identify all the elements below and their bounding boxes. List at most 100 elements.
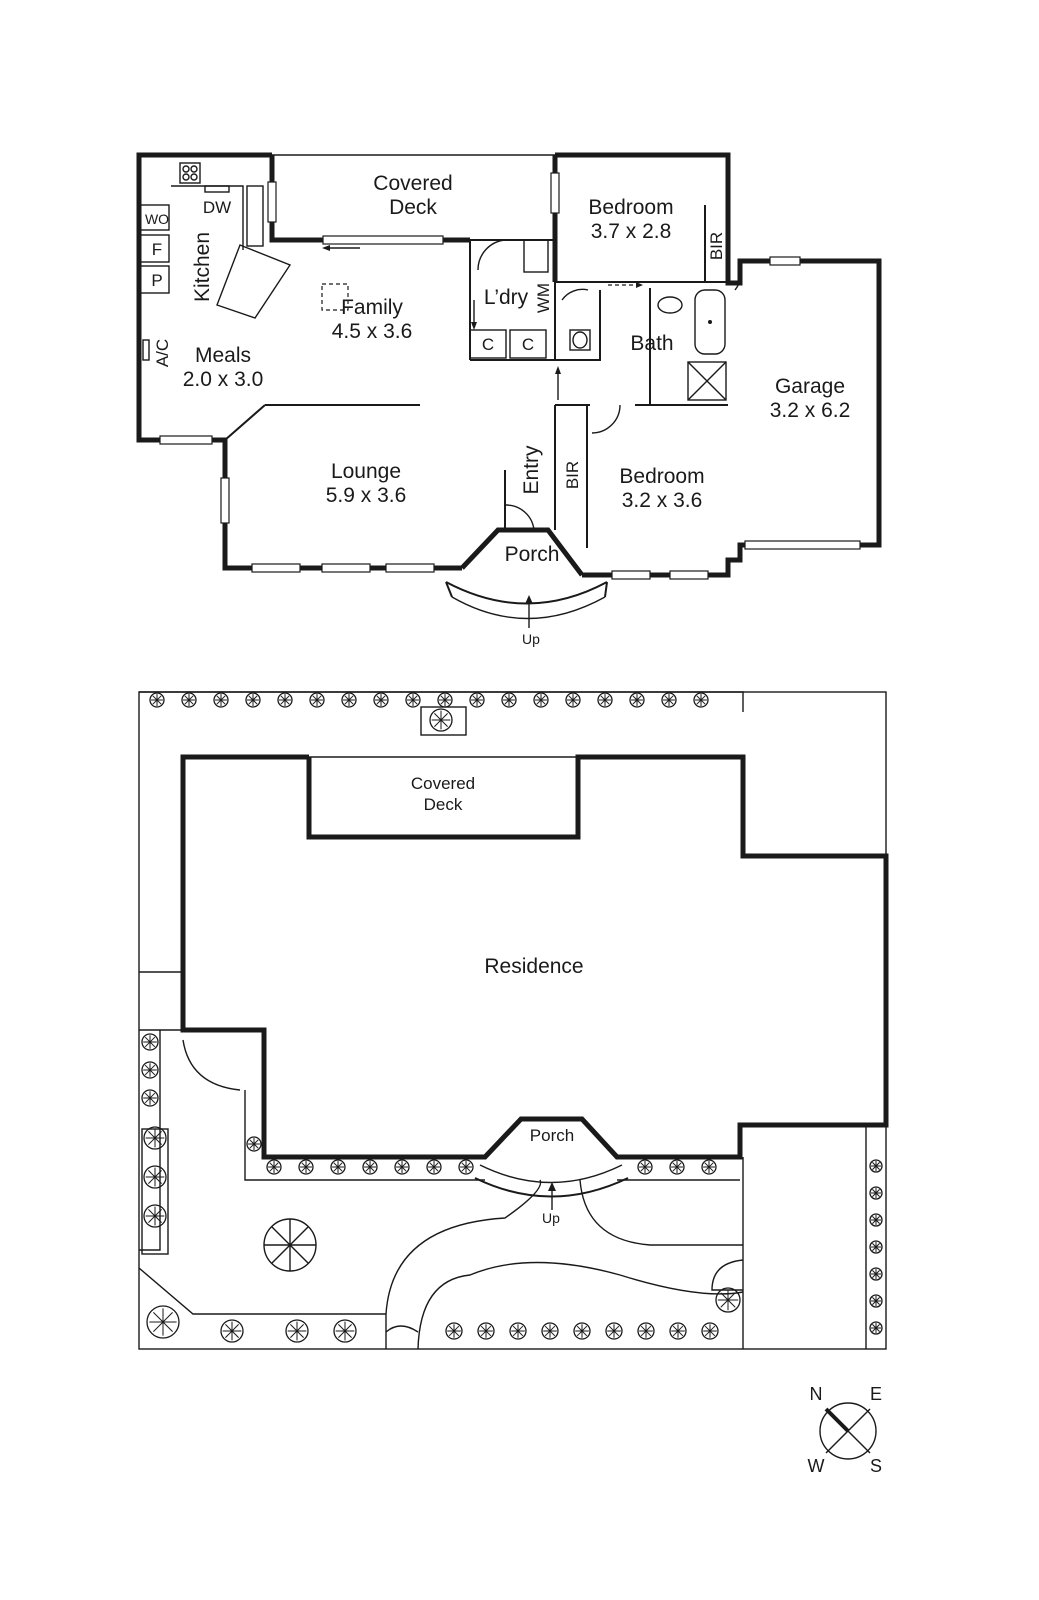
- shower-cross: [687, 361, 727, 401]
- label-bedroom1: Bedroom: [588, 196, 673, 219]
- label-family: Family: [341, 296, 403, 319]
- porch-wall: [460, 527, 584, 577]
- shrub-icon: [701, 1322, 719, 1340]
- bathtub: [694, 289, 726, 355]
- shrub-icon: [445, 1322, 463, 1340]
- cupboard: [509, 329, 547, 359]
- shrub-icon: [181, 692, 197, 708]
- garden-gate: [182, 1039, 241, 1091]
- gate-swing: [385, 1325, 419, 1333]
- up-arrow-head: [525, 595, 533, 604]
- arrow-head: [471, 322, 477, 330]
- exterior-wall-garage: [582, 258, 882, 578]
- dishwasher-icon: [204, 185, 230, 193]
- shrub-icon: [285, 1319, 309, 1343]
- door-swing: [734, 261, 743, 291]
- window: [669, 570, 709, 580]
- shrub-icon: [541, 1322, 559, 1340]
- shrub-group: [141, 692, 883, 1343]
- label-porch: Porch: [505, 543, 560, 566]
- shrub-icon: [477, 1322, 495, 1340]
- shrub-icon: [405, 692, 421, 708]
- step-edge: [445, 581, 453, 598]
- shrub-icon: [246, 1136, 262, 1152]
- site-label-covered-deck-2: Deck: [424, 795, 463, 814]
- site-label-covered-deck-1: Covered: [411, 774, 475, 793]
- shrub-icon: [141, 1061, 159, 1079]
- shrub-icon: [573, 1322, 591, 1340]
- label-bedroom1-size: 3.7 x 2.8: [591, 220, 672, 243]
- shrub-icon: [362, 1159, 378, 1175]
- slide-arrow-head: [322, 245, 330, 251]
- cupboard: [469, 329, 507, 359]
- burner-icon: [182, 173, 190, 181]
- exterior-wall-bedroom1: [555, 152, 731, 258]
- label-bir-1: BIR: [707, 232, 726, 260]
- shrub-icon: [143, 1165, 167, 1189]
- cooktop-icon: [179, 162, 201, 184]
- site-label-up: Up: [542, 1210, 560, 1226]
- label-lounge: Lounge: [331, 460, 401, 483]
- shrub-icon: [637, 1322, 655, 1340]
- toilet-icon: [569, 329, 591, 351]
- porch-step-inner: [479, 1164, 623, 1184]
- shrub-icon: [143, 1204, 167, 1228]
- shrub-icon: [330, 1159, 346, 1175]
- window: [220, 477, 230, 524]
- shrub-icon: [869, 1186, 883, 1200]
- shrub-icon: [245, 692, 261, 708]
- shrub-icon: [277, 692, 293, 708]
- shrub-icon: [429, 708, 453, 732]
- exterior-wall-top-kitchen: [269, 155, 470, 243]
- shrub-icon: [693, 692, 709, 708]
- door-swing: [505, 504, 535, 531]
- porch-step-outer: [474, 1177, 629, 1198]
- shrub-icon: [426, 1159, 442, 1175]
- label-bir-2: BIR: [563, 461, 582, 489]
- pantry-icon: [138, 265, 170, 294]
- shrub-icon: [509, 1322, 527, 1340]
- path-curve: [385, 1179, 542, 1315]
- shrub-icon: [333, 1319, 357, 1343]
- shrub-icon: [715, 1287, 741, 1313]
- shrub-icon: [298, 1159, 314, 1175]
- shrub-icon: [661, 692, 677, 708]
- shrub-icon: [141, 1033, 159, 1051]
- label-wo: WO: [145, 211, 169, 227]
- kitchen-island: [216, 244, 292, 319]
- site-label-residence: Residence: [484, 955, 583, 978]
- garden-bed: [244, 1090, 485, 1181]
- window: [385, 563, 435, 573]
- window: [769, 256, 801, 266]
- shrub-icon: [501, 692, 517, 708]
- door-swing: [591, 404, 621, 434]
- wall-oven-icon: [138, 204, 170, 231]
- window: [611, 570, 651, 580]
- shrub-icon: [533, 692, 549, 708]
- ac-unit: [142, 339, 150, 361]
- compass-n: N: [810, 1384, 823, 1404]
- label-up: Up: [522, 631, 540, 647]
- shower: [687, 361, 727, 401]
- compass-circle: [819, 1402, 877, 1460]
- shrub-icon: [605, 1322, 623, 1340]
- shrub-icon: [143, 1126, 167, 1150]
- garden-bed-left-plants: [141, 1128, 169, 1255]
- driveway-edge: [138, 1267, 387, 1349]
- compass-e: E: [870, 1384, 882, 1404]
- label-meals: Meals: [195, 344, 251, 367]
- compass-south-line: [847, 1430, 871, 1454]
- path-curve: [417, 1261, 744, 1350]
- sliding-door: [322, 235, 444, 245]
- label-lounge-size: 5.9 x 3.6: [326, 484, 407, 507]
- shrub-icon: [565, 692, 581, 708]
- shrub-icon: [869, 1321, 883, 1335]
- tree-icon: [263, 1218, 317, 1272]
- label-bedroom2: Bedroom: [619, 465, 704, 488]
- fridge-icon: [138, 234, 170, 263]
- shrub-icon: [458, 1159, 474, 1175]
- label-entry: Entry: [520, 445, 543, 495]
- step-edge: [604, 581, 608, 598]
- label-f: F: [152, 240, 162, 259]
- shrub-icon: [701, 1159, 717, 1175]
